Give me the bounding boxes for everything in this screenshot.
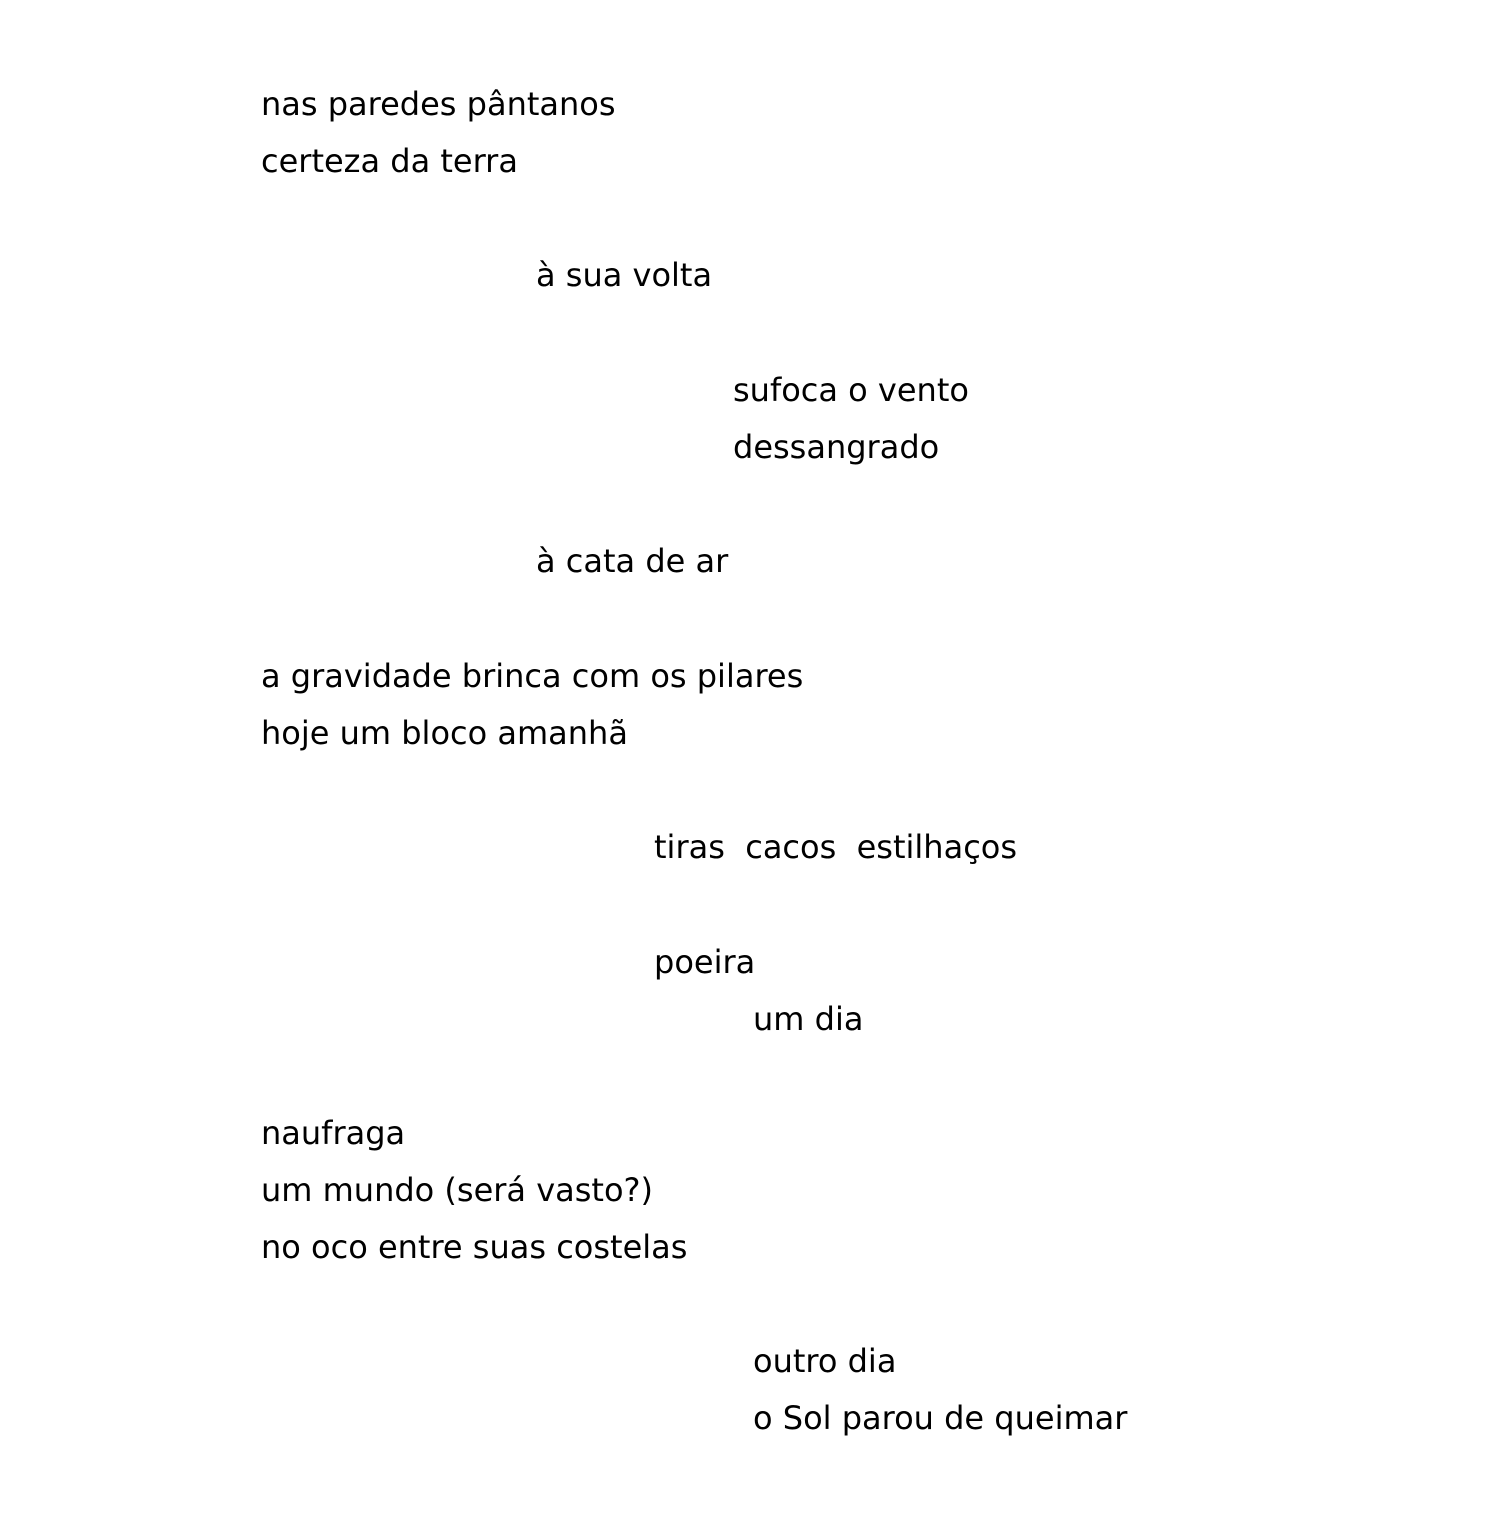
poem-line: sufoca o vento [733, 371, 969, 409]
poem-line: um mundo (será vasto?) [261, 1171, 654, 1209]
poem-line: poeira [654, 943, 756, 981]
poem-line: outro dia [753, 1342, 897, 1380]
poem-line: tiras cacos estilhaços [654, 828, 1018, 866]
poem-line: dessangrado [733, 428, 940, 466]
poem-line: o Sol parou de queimar [753, 1399, 1128, 1437]
poem-line: a gravidade brinca com os pilares [261, 657, 804, 695]
poem-line: à sua volta [536, 256, 713, 294]
poem-line: um dia [753, 1000, 864, 1038]
poem-line: nas paredes pântanos [261, 85, 616, 123]
poem-line: à cata de ar [536, 542, 729, 580]
poem-line: hoje um bloco amanhã [261, 714, 628, 752]
poem-line: certeza da terra [261, 142, 518, 180]
poem-line: no oco entre suas costelas [261, 1228, 688, 1266]
poem-line: naufraga [261, 1114, 406, 1152]
